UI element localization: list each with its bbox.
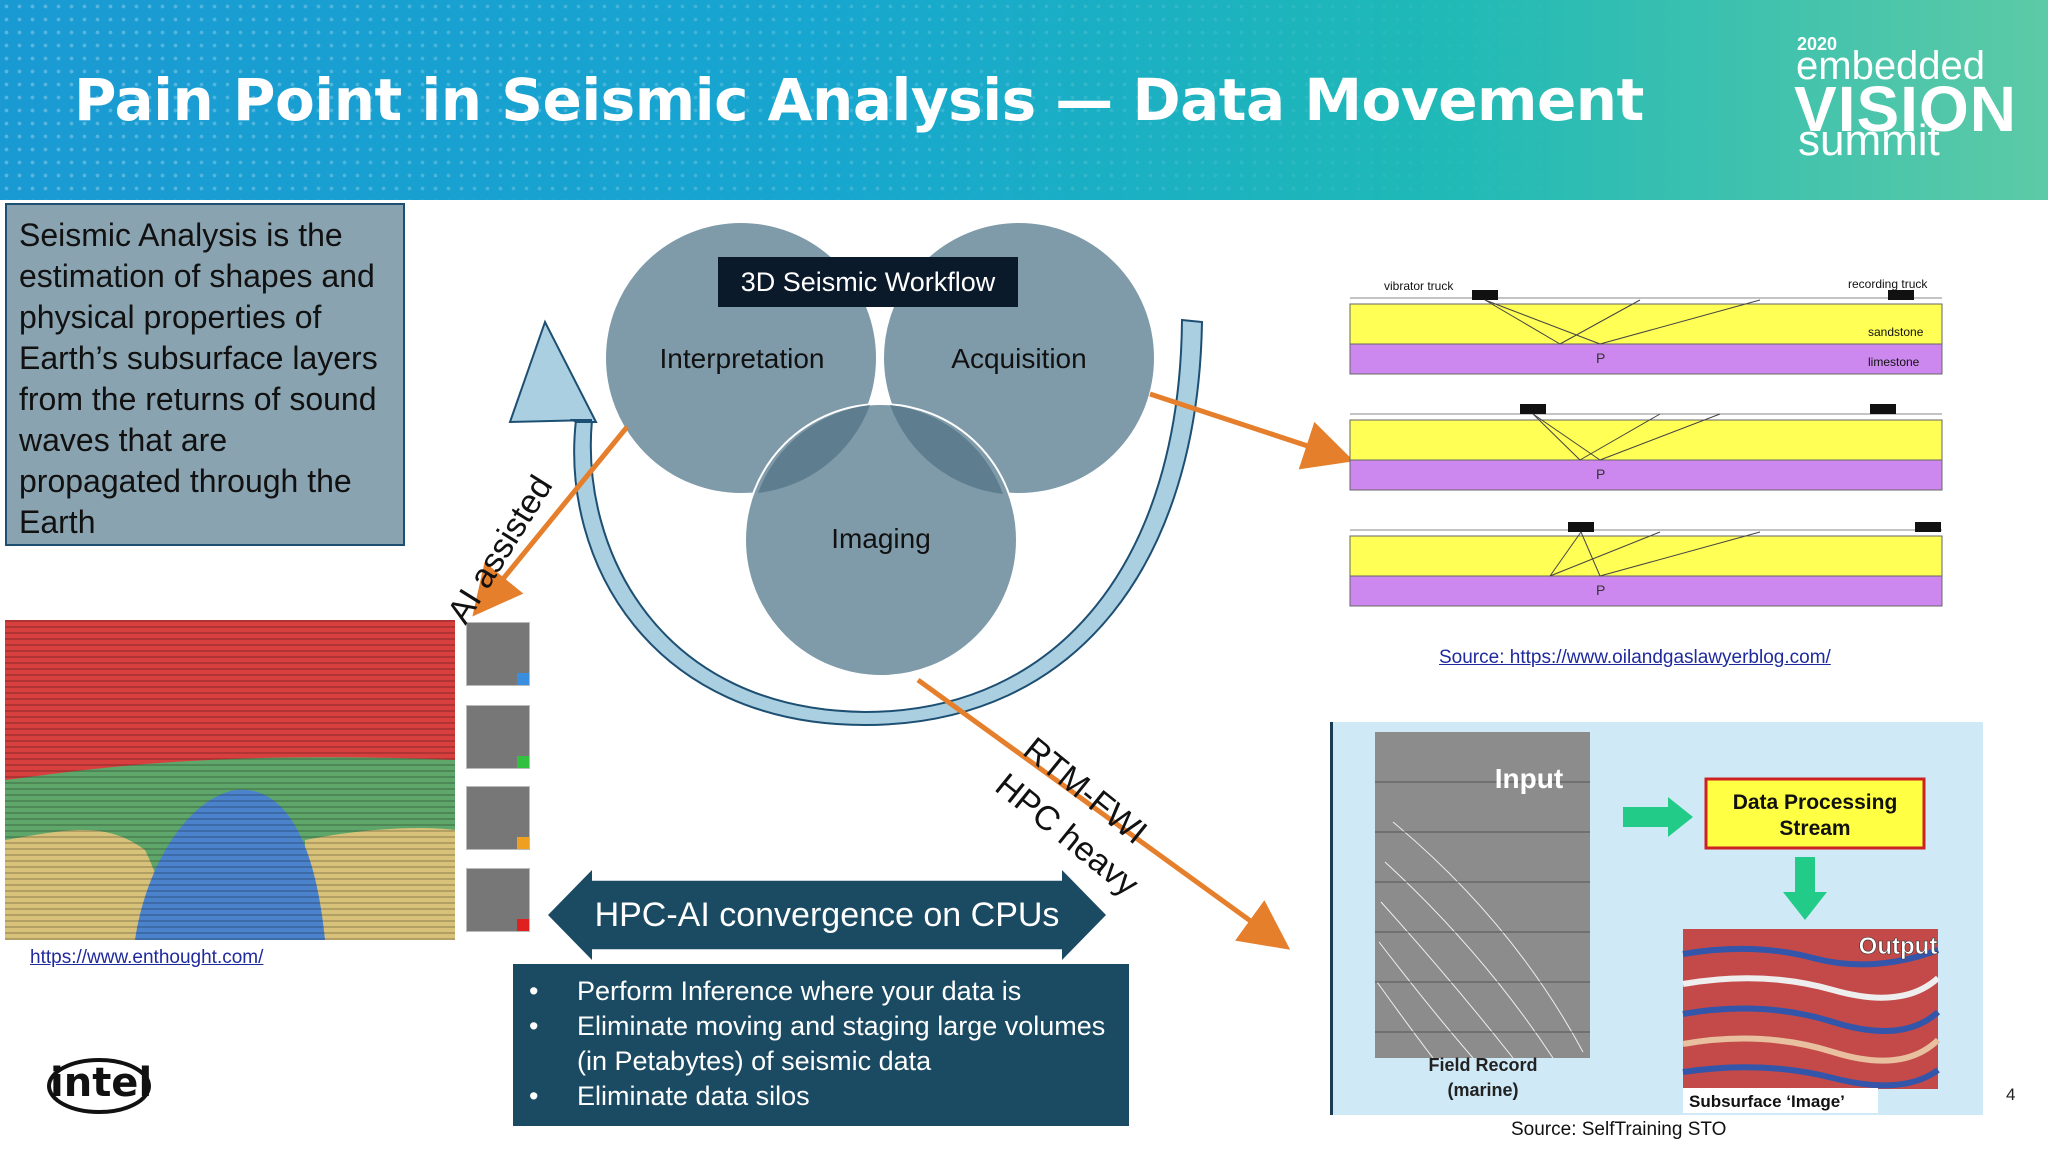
output-label: Output bbox=[1859, 933, 1938, 960]
logo-year: 2020 bbox=[1797, 34, 1838, 54]
field-record-sublabel: (marine) bbox=[1447, 1080, 1518, 1100]
definition-box: Seismic Analysis is the estimation of sh… bbox=[5, 203, 405, 546]
field-record-label: Field Record bbox=[1428, 1055, 1537, 1075]
seismic-thumbnail-3 bbox=[466, 786, 530, 850]
geology-panel-3: P bbox=[1349, 522, 1943, 607]
overlap-right bbox=[890, 405, 1003, 494]
bullet-item: Perform Inference where your data is bbox=[513, 974, 1119, 1009]
subsurface-label: Subsurface ‘Image’ bbox=[1689, 1092, 1845, 1111]
right-arrow-icon bbox=[1623, 797, 1693, 837]
seismic-layers-graphic bbox=[5, 620, 455, 940]
label-imaging: Imaging bbox=[831, 523, 931, 554]
slide-title: Pain Point in Seismic Analysis — Data Mo… bbox=[74, 66, 1644, 134]
geology-panel-2: P bbox=[1349, 404, 1943, 491]
intel-wordmark: intel bbox=[50, 1060, 153, 1106]
seismic-thumbnail-1 bbox=[466, 622, 530, 686]
data-processing-panel: Input Field Record (marine) Data Process… bbox=[1330, 722, 1983, 1115]
seismic-thumbnail-2 bbox=[466, 705, 530, 769]
geo-limestone-label: limestone bbox=[1868, 355, 1920, 369]
seismic-section-image bbox=[5, 620, 455, 940]
stream-box bbox=[1704, 777, 1926, 850]
arrow-acquisition bbox=[1149, 391, 1354, 470]
logo-line-embedded: embedded bbox=[1796, 44, 1986, 88]
bullet-item: Eliminate data silos bbox=[513, 1079, 1119, 1114]
oilgas-source-link[interactable]: Source: https://www.oilandgaslawyerblog.… bbox=[1439, 647, 1831, 668]
bullet-item: Eliminate moving and staging large volum… bbox=[513, 1009, 1119, 1079]
workflow-title: 3D Seismic Workflow bbox=[718, 257, 1018, 307]
input-label: Input bbox=[1495, 763, 1563, 794]
stream-label-2: Stream bbox=[1779, 817, 1850, 840]
geo-recording-label: recording truck bbox=[1848, 277, 1928, 291]
convergence-bullets: Perform Inference where your data is Eli… bbox=[513, 964, 1129, 1126]
geo-sandstone-label: sandstone bbox=[1868, 325, 1924, 339]
processing-graphic: Input Field Record (marine) Data Process… bbox=[1375, 732, 1941, 1113]
selftraining-source: Source: SelfTraining STO bbox=[1511, 1119, 1727, 1140]
cycle-arrow-head bbox=[508, 319, 598, 424]
header-banner: Pain Point in Seismic Analysis — Data Mo… bbox=[0, 0, 2048, 200]
stream-label-1: Data Processing bbox=[1733, 791, 1898, 814]
convergence-double-arrow bbox=[548, 870, 1106, 960]
enthought-link[interactable]: https://www.enthought.com/ bbox=[30, 947, 264, 968]
logo-line-vision: VISION bbox=[1794, 73, 2017, 145]
geo-point-label: P bbox=[1596, 466, 1605, 482]
down-arrow-icon bbox=[1783, 857, 1827, 920]
convergence-label: HPC-AI convergence on CPUs bbox=[594, 896, 1060, 934]
geo-vibrator-label: vibrator truck bbox=[1384, 279, 1454, 293]
overlap-left bbox=[758, 405, 870, 493]
geo-point-label: P bbox=[1596, 350, 1605, 366]
geo-point-label: P bbox=[1596, 582, 1605, 598]
acquisition-geology-diagram: vibrator truck recording truck sandstone… bbox=[1349, 277, 1943, 607]
arrow-imaging bbox=[916, 677, 1291, 950]
intel-logo: intel bbox=[44, 1050, 154, 1120]
logo-line-summit: summit bbox=[1798, 116, 1940, 165]
label-acquisition: Acquisition bbox=[951, 343, 1086, 374]
geology-panel-1: vibrator truck recording truck sandstone… bbox=[1349, 277, 1943, 375]
page-number: 4 bbox=[2006, 1085, 2016, 1104]
arrow-ai-assisted bbox=[472, 425, 629, 617]
seismic-thumbnail-4 bbox=[466, 868, 530, 932]
intel-swoosh-icon bbox=[47, 1058, 151, 1114]
banner-dot-pattern bbox=[0, 0, 2048, 200]
label-interpretation: Interpretation bbox=[660, 343, 825, 374]
